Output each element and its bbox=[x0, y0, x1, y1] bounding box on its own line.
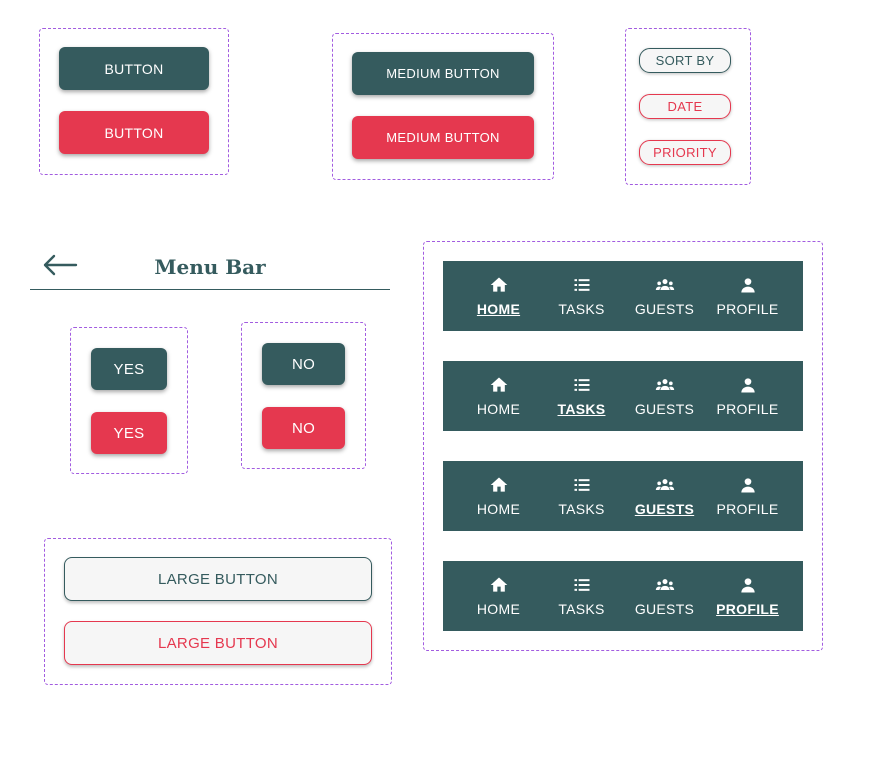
nav-label: GUESTS bbox=[634, 501, 695, 517]
navbars-frame bbox=[423, 241, 823, 651]
no-button-primary[interactable]: NO bbox=[262, 343, 345, 385]
bottom-nav-profile-active: HOME TASKS GUESTS PROFILE bbox=[443, 561, 803, 631]
nav-label: HOME bbox=[476, 401, 521, 417]
nav-item-guests[interactable]: GUESTS bbox=[626, 375, 704, 417]
person-icon bbox=[738, 575, 758, 595]
priority-pill[interactable]: PRIORITY bbox=[639, 140, 731, 165]
sort-by-pill[interactable]: SORT BY bbox=[639, 48, 731, 73]
nav-label: GUESTS bbox=[634, 401, 695, 417]
nav-label: PROFILE bbox=[716, 501, 779, 517]
group-icon bbox=[655, 375, 675, 395]
large-buttons-frame bbox=[44, 538, 392, 685]
nav-item-profile[interactable]: PROFILE bbox=[709, 375, 787, 417]
list-icon bbox=[572, 375, 592, 395]
nav-label: TASKS bbox=[557, 401, 606, 417]
nav-label: HOME bbox=[476, 601, 521, 617]
nav-label: GUESTS bbox=[634, 601, 695, 617]
no-buttons-frame bbox=[241, 322, 366, 469]
bottom-nav-home-active: HOME TASKS GUESTS PROFILE bbox=[443, 261, 803, 331]
nav-item-profile[interactable]: PROFILE bbox=[709, 275, 787, 317]
home-icon bbox=[489, 575, 509, 595]
large-button-primary[interactable]: LARGE BUTTON bbox=[64, 557, 372, 601]
medium-buttons-frame bbox=[332, 33, 554, 180]
sort-pills-frame bbox=[625, 28, 751, 185]
nav-label: TASKS bbox=[558, 301, 605, 317]
nav-item-profile[interactable]: PROFILE bbox=[709, 475, 787, 517]
group-icon bbox=[655, 575, 675, 595]
nav-label: PROFILE bbox=[716, 401, 779, 417]
yes-buttons-frame bbox=[70, 327, 188, 474]
person-icon bbox=[738, 375, 758, 395]
bottom-nav-tasks-active: HOME TASKS GUESTS PROFILE bbox=[443, 361, 803, 431]
person-icon bbox=[738, 475, 758, 495]
no-button-secondary[interactable]: NO bbox=[262, 407, 345, 449]
nav-label: TASKS bbox=[558, 601, 605, 617]
nav-item-tasks[interactable]: TASKS bbox=[543, 375, 621, 417]
secondary-medium-button[interactable]: MEDIUM BUTTON bbox=[352, 116, 534, 159]
nav-label: HOME bbox=[476, 301, 521, 317]
nav-label: PROFILE bbox=[716, 301, 779, 317]
list-icon bbox=[572, 275, 592, 295]
nav-label: PROFILE bbox=[716, 601, 779, 617]
nav-item-profile[interactable]: PROFILE bbox=[709, 575, 787, 617]
nav-item-home[interactable]: HOME bbox=[460, 575, 538, 617]
home-icon bbox=[489, 275, 509, 295]
nav-item-home[interactable]: HOME bbox=[460, 375, 538, 417]
nav-label: GUESTS bbox=[634, 301, 695, 317]
home-icon bbox=[489, 475, 509, 495]
person-icon bbox=[738, 275, 758, 295]
nav-item-home[interactable]: HOME bbox=[460, 475, 538, 517]
large-button-secondary[interactable]: LARGE BUTTON bbox=[64, 621, 372, 665]
nav-label: TASKS bbox=[558, 501, 605, 517]
nav-item-tasks[interactable]: TASKS bbox=[543, 575, 621, 617]
list-icon bbox=[572, 575, 592, 595]
nav-item-guests[interactable]: GUESTS bbox=[626, 475, 704, 517]
group-icon bbox=[655, 275, 675, 295]
primary-button[interactable]: BUTTON bbox=[59, 47, 209, 90]
nav-item-tasks[interactable]: TASKS bbox=[543, 475, 621, 517]
nav-item-tasks[interactable]: TASKS bbox=[543, 275, 621, 317]
nav-item-guests[interactable]: GUESTS bbox=[626, 275, 704, 317]
arrow-left-icon[interactable] bbox=[40, 252, 80, 278]
nav-label: HOME bbox=[476, 501, 521, 517]
group-icon bbox=[655, 475, 675, 495]
nav-item-home[interactable]: HOME bbox=[460, 275, 538, 317]
secondary-button[interactable]: BUTTON bbox=[59, 111, 209, 154]
yes-button-secondary[interactable]: YES bbox=[91, 412, 167, 454]
small-buttons-frame bbox=[39, 28, 229, 175]
primary-medium-button[interactable]: MEDIUM BUTTON bbox=[352, 52, 534, 95]
bottom-nav-guests-active: HOME TASKS GUESTS PROFILE bbox=[443, 461, 803, 531]
nav-item-guests[interactable]: GUESTS bbox=[626, 575, 704, 617]
menu-bar-title: Menu Bar bbox=[154, 255, 266, 279]
list-icon bbox=[572, 475, 592, 495]
date-pill[interactable]: DATE bbox=[639, 94, 731, 119]
home-icon bbox=[489, 375, 509, 395]
yes-button-primary[interactable]: YES bbox=[91, 348, 167, 390]
menu-bar-divider bbox=[30, 289, 390, 290]
